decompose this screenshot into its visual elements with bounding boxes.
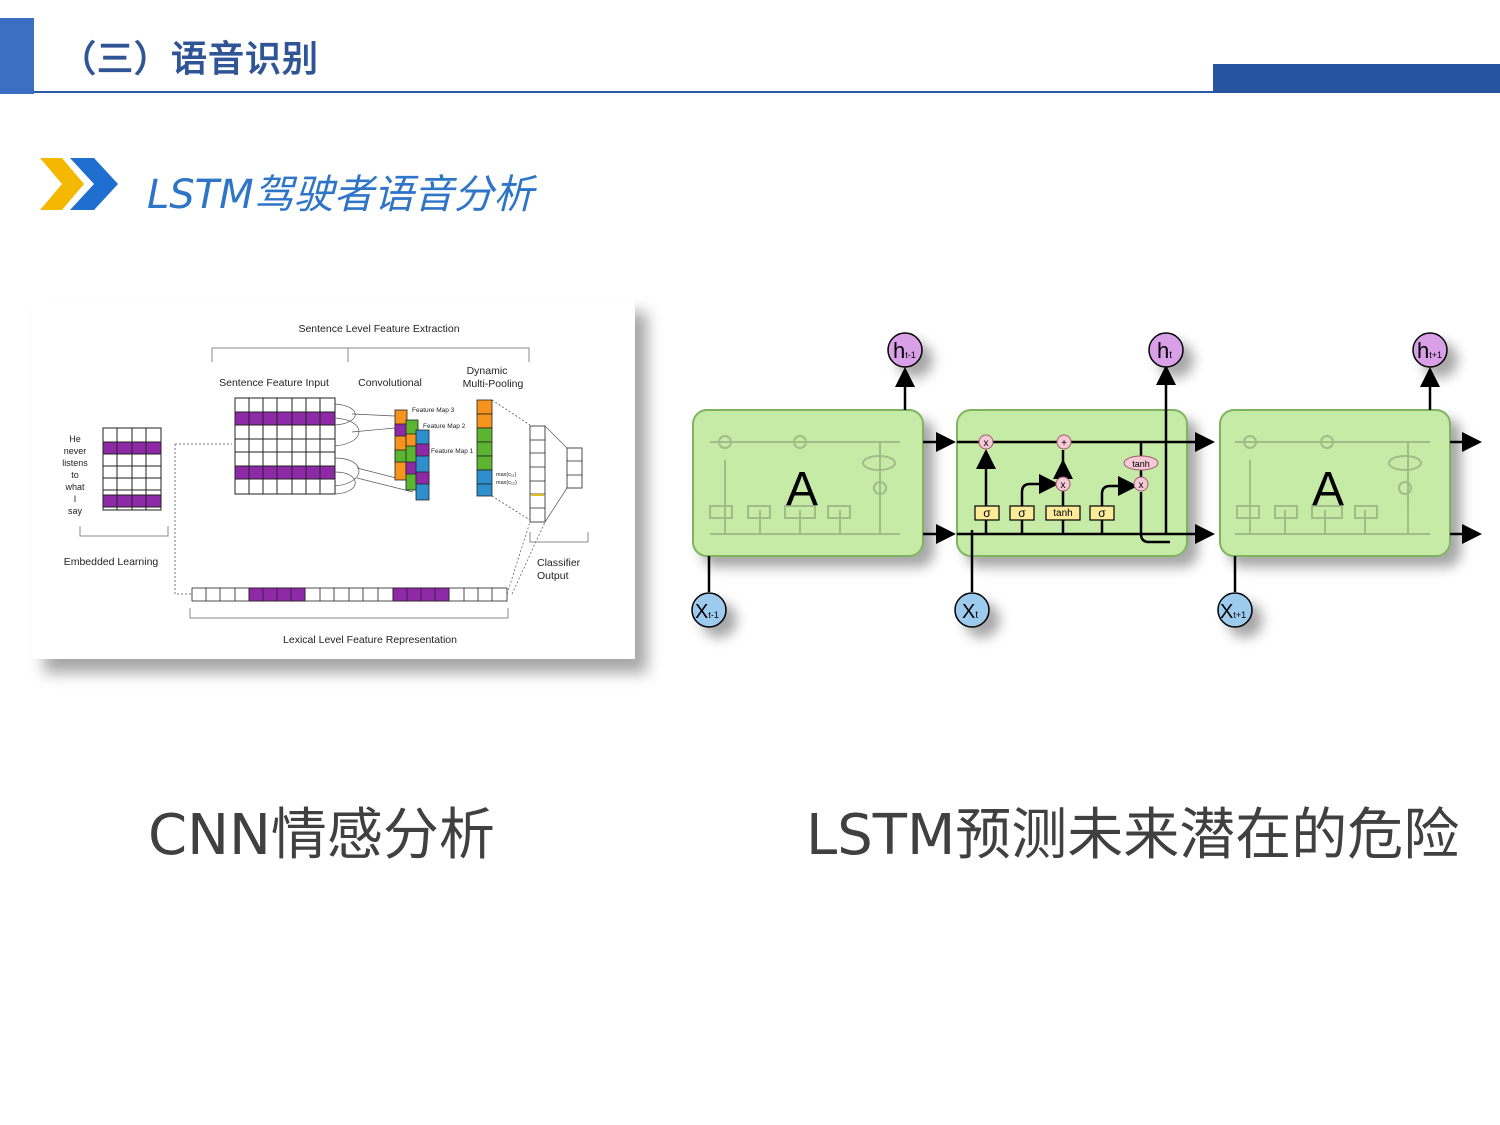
- word: what: [64, 482, 85, 492]
- word-list: He never listens to what I say: [62, 434, 88, 516]
- stage-pool-label-1: Dynamic: [467, 365, 508, 377]
- stage-input-label: Sentence Feature Input: [219, 377, 329, 389]
- feature-map-2-label: Feature Map 2: [423, 423, 466, 430]
- word: I: [74, 494, 77, 504]
- word: never: [64, 446, 87, 456]
- caption-lstm: LSTM预测未来潜在的危险: [806, 803, 1460, 868]
- stage-conv-label: Convolutional: [358, 377, 422, 389]
- section-subtitle: LSTM驾驶者语音分析: [147, 172, 534, 218]
- input-gate-sigma: σ: [1018, 506, 1026, 520]
- lstm-cell-next: [1219, 409, 1451, 557]
- forget-gate-sigma: σ: [983, 506, 991, 520]
- caption-cnn: CNN情感分析: [148, 803, 495, 868]
- header-accent-bar: [0, 18, 34, 94]
- output-gate-sigma: σ: [1098, 506, 1106, 520]
- cell-state-tanh: tanh: [1132, 459, 1150, 469]
- cnn-diagram: Sentence Level Feature Extraction Senten…: [32, 298, 635, 659]
- lstm-diagram: A σ σ tanh σ x + x: [680, 320, 1490, 660]
- cnn-title: Sentence Level Feature Extraction: [298, 323, 459, 335]
- x-current-node: Xt: [962, 601, 978, 623]
- double-chevron-icon: [40, 158, 118, 210]
- x-next-node: Xt+1: [1220, 601, 1246, 623]
- feature-map-1-label: Feature Map 1: [431, 448, 474, 455]
- lexical-vector: [191, 587, 508, 602]
- h-next-node: ht+1: [1417, 338, 1442, 363]
- output-vector: [566, 447, 583, 489]
- h-prev-node: ht-1: [893, 338, 916, 363]
- stage-pool-label-2: Multi-Pooling: [463, 378, 524, 390]
- pointwise-multiply-forget: x: [984, 438, 989, 449]
- feature-map-1: [415, 429, 430, 501]
- lexical-label: Lexical Level Feature Representation: [283, 634, 457, 646]
- word: to: [71, 470, 79, 480]
- pointwise-add: +: [1061, 438, 1067, 449]
- feature-map-3: [394, 409, 408, 481]
- cell-label-next: A: [1312, 463, 1344, 516]
- candidate-tanh: tanh: [1053, 508, 1072, 519]
- sentence-feature-grid: [234, 397, 336, 495]
- header-corner-block: [1213, 64, 1500, 93]
- classifier-label-2: Output: [537, 570, 569, 582]
- page-title: （三）语音识别: [60, 39, 320, 80]
- embedding-matrix: [102, 427, 162, 511]
- pointwise-multiply-output: x: [1139, 480, 1144, 491]
- x-prev-node: Xt-1: [695, 601, 719, 623]
- lstm-gates: [974, 505, 1115, 521]
- word: listens: [62, 458, 88, 468]
- header-divider: [34, 91, 1500, 93]
- lstm-cell-prev: [692, 409, 924, 557]
- embedded-label: Embedded Learning: [64, 556, 159, 568]
- pointwise-multiply-input: x: [1061, 480, 1066, 491]
- feature-map-3-label: Feature Map 3: [412, 407, 455, 414]
- classifier-label-1: Classifier: [537, 557, 581, 569]
- cell-label-prev: A: [786, 463, 818, 516]
- concat-vector: [529, 425, 546, 523]
- max-label-2: max(c₁₂): [496, 480, 517, 486]
- word: He: [69, 434, 81, 444]
- pooling-column: [476, 399, 493, 497]
- word: say: [68, 506, 83, 516]
- max-label-1: max(c₁₁): [496, 472, 517, 478]
- h-current-node: ht: [1157, 338, 1172, 363]
